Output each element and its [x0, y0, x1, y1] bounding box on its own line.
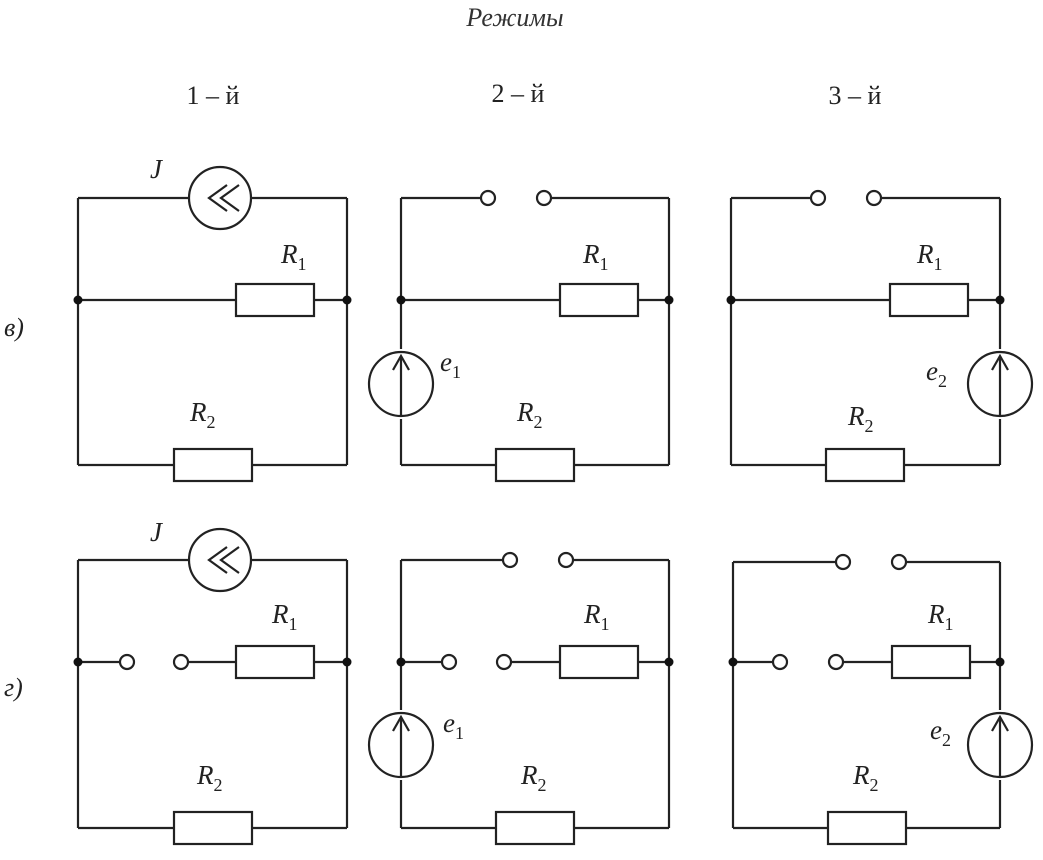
row-label-v: в): [4, 313, 24, 342]
resistor-R2: [494, 810, 576, 846]
column-label-1: 1 – й: [187, 81, 240, 110]
resistor-R2: [824, 447, 906, 483]
resistor-R1: [558, 644, 640, 680]
circuit-v-mode-3: R1 e2 R2: [726, 189, 1034, 483]
label-J: J: [150, 154, 164, 184]
column-label-3: 3 – й: [829, 81, 882, 110]
label-R1: R1: [583, 599, 610, 634]
voltage-source-e1-symbol: [367, 711, 435, 779]
label-R1: R1: [582, 239, 609, 274]
resistor-R2: [172, 447, 254, 483]
resistor-R2: [826, 810, 908, 846]
label-R2: R2: [196, 760, 223, 795]
label-e2: e2: [926, 356, 947, 391]
column-label-2: 2 – й: [492, 79, 545, 108]
resistor-R2: [494, 447, 576, 483]
label-R1: R1: [280, 239, 307, 274]
label-R2: R2: [189, 397, 216, 432]
label-R1: R1: [916, 239, 943, 274]
label-J: J: [150, 517, 164, 547]
resistor-R1: [558, 282, 640, 318]
voltage-source-e2-symbol: [966, 350, 1034, 418]
circuit-g-mode-2: R1 e1 R2: [367, 551, 674, 846]
circuit-v-mode-2: R1 e1 R2: [367, 189, 674, 483]
label-e2: e2: [930, 715, 951, 750]
circuit-g-mode-1: J R1 R2: [73, 517, 352, 846]
current-source-J-symbol: [187, 527, 253, 593]
row-label-g: г): [4, 673, 23, 702]
voltage-source-e1-symbol: [367, 350, 435, 418]
label-R2: R2: [852, 760, 879, 795]
resistor-R2: [172, 810, 254, 846]
label-R2: R2: [516, 397, 543, 432]
resistor-R1: [234, 644, 316, 680]
resistor-R1: [890, 644, 972, 680]
resistor-R1: [234, 282, 316, 318]
label-e1: e1: [443, 708, 464, 743]
circuit-g-mode-3: R1 e2 R2: [728, 553, 1034, 846]
current-source-J-symbol: [187, 165, 253, 231]
voltage-source-e2-symbol: [966, 711, 1034, 779]
circuit-v-mode-1: J R1 R2: [73, 154, 352, 483]
resistor-R1: [888, 282, 970, 318]
label-e1: e1: [440, 347, 461, 382]
label-R2: R2: [520, 760, 547, 795]
label-R1: R1: [271, 599, 298, 634]
label-R2: R2: [847, 401, 874, 436]
label-R1: R1: [927, 599, 954, 634]
diagram-title: Режимы: [465, 3, 563, 32]
